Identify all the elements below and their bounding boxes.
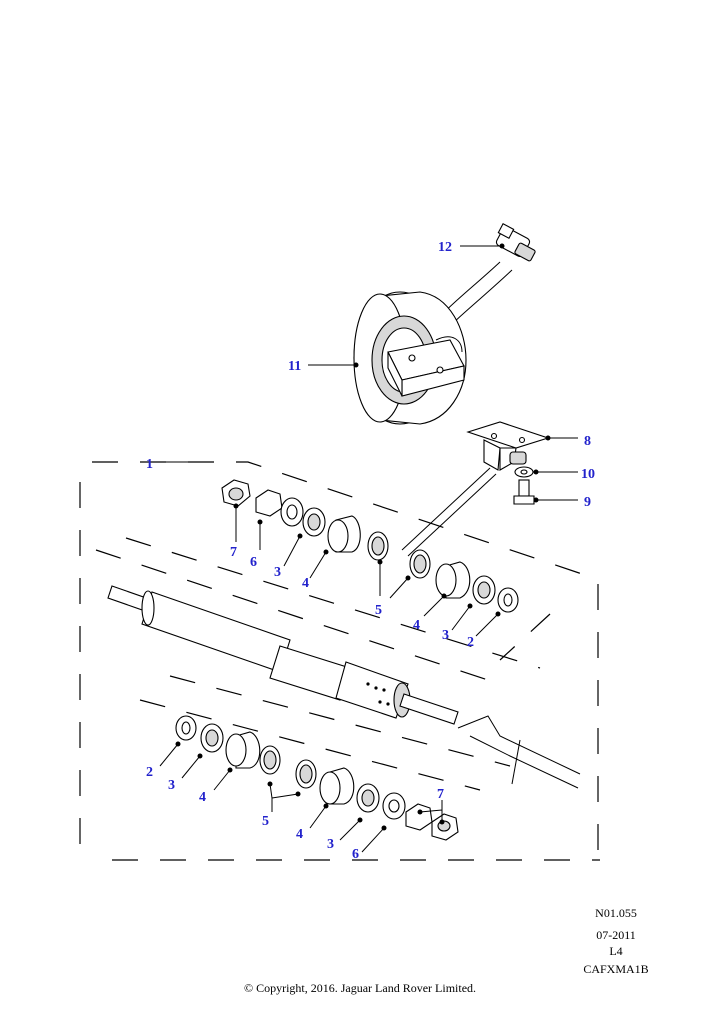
bush-part-upper-b bbox=[435, 561, 471, 599]
callout-4-lower-left: 4 bbox=[199, 790, 206, 805]
callout-5-lower: 5 bbox=[262, 814, 269, 829]
callout-7-lower: 7 bbox=[437, 787, 444, 802]
bolt-part-9 bbox=[513, 479, 535, 505]
callout-7-upper: 7 bbox=[230, 545, 237, 560]
callout-12: 12 bbox=[438, 240, 452, 255]
shaft-part bbox=[107, 585, 459, 725]
callout-10: 10 bbox=[581, 467, 595, 482]
callout-2-lower: 2 bbox=[146, 765, 153, 780]
nut-part-lower-b bbox=[431, 813, 459, 841]
leader-dots bbox=[175, 243, 551, 831]
revision-date: 07-2011 bbox=[596, 928, 636, 942]
callout-9: 9 bbox=[584, 495, 591, 510]
chassis-fragment bbox=[457, 715, 581, 789]
level-label: L4 bbox=[609, 944, 623, 958]
callout-2-upper: 2 bbox=[467, 635, 474, 650]
callout-3-upper-right: 3 bbox=[442, 628, 449, 643]
nut-part-upper-b bbox=[255, 489, 283, 517]
assembly-group-outline bbox=[79, 461, 601, 861]
callout-5-upper: 5 bbox=[375, 603, 382, 618]
leader-lines bbox=[159, 245, 578, 853]
callout-6-lower: 6 bbox=[352, 847, 359, 862]
bush-part-lower-b bbox=[319, 767, 355, 805]
callout-8: 8 bbox=[584, 434, 591, 449]
nut-part-lower-a bbox=[405, 803, 433, 831]
callout-3-lower-left: 3 bbox=[168, 778, 175, 793]
callout-3-lower-right: 3 bbox=[327, 837, 334, 852]
bracket-part bbox=[466, 421, 550, 471]
callout-4-lower-right: 4 bbox=[296, 827, 303, 842]
copyright-notice: © Copyright, 2016. Jaguar Land Rover Lim… bbox=[243, 981, 477, 995]
callout-4-upper-right: 4 bbox=[413, 618, 420, 633]
callout-6-upper: 6 bbox=[250, 555, 257, 570]
callout-1: 1 bbox=[146, 457, 153, 472]
catalog-code: CAFXMA1B bbox=[583, 962, 649, 976]
callout-3-upper-left: 3 bbox=[274, 565, 281, 580]
callout-11: 11 bbox=[288, 359, 301, 374]
callout-4-upper-left: 4 bbox=[302, 576, 309, 591]
reference-code: N01.055 bbox=[595, 906, 637, 920]
isolator-mount-part bbox=[353, 291, 467, 425]
bush-part-upper-a bbox=[327, 515, 361, 553]
bush-part-lower-a bbox=[225, 731, 261, 769]
sleeve-part-upper-b bbox=[409, 549, 431, 579]
nut-part-upper-a bbox=[221, 479, 251, 507]
